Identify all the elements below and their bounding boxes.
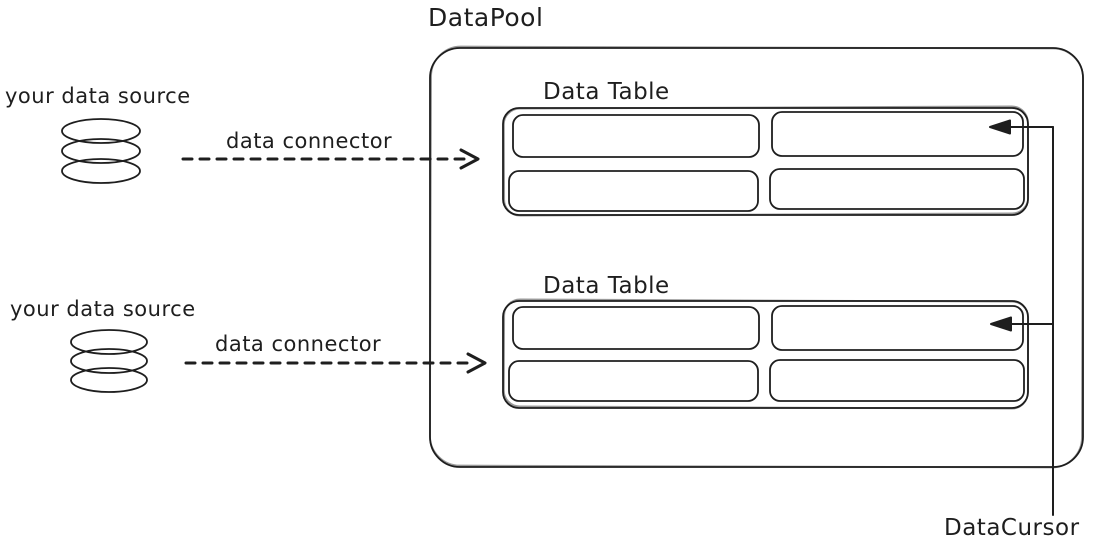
table-cell xyxy=(770,360,1024,401)
table-cell xyxy=(772,112,1023,156)
database-icon xyxy=(62,119,140,183)
arrowhead-icon xyxy=(990,121,1010,134)
table-cell xyxy=(513,307,759,349)
datapool-container-box xyxy=(430,46,1083,467)
cursor-connector-line xyxy=(990,121,1053,516)
data-table-title: Data Table xyxy=(543,79,670,105)
connector-arrow-icon xyxy=(183,150,478,168)
data-table-title: Data Table xyxy=(543,273,670,299)
database-icon xyxy=(71,330,147,392)
datapool-title: DataPool xyxy=(428,3,544,32)
data-table-box xyxy=(503,106,1028,215)
connector-arrow-icon xyxy=(186,354,485,372)
table-cell xyxy=(509,361,758,401)
datacursor-label: DataCursor xyxy=(944,515,1080,541)
data-connector-label: data connector xyxy=(215,332,382,356)
data-connector-label: data connector xyxy=(226,129,393,153)
table-cell xyxy=(772,306,1023,350)
arrowhead-icon xyxy=(991,318,1011,331)
data-source-label: your data source xyxy=(5,84,191,108)
table-cell xyxy=(509,171,758,211)
data-table-box xyxy=(503,299,1028,408)
table-cell xyxy=(513,115,759,157)
data-source-label: your data source xyxy=(10,297,196,321)
table-cell xyxy=(770,169,1024,209)
